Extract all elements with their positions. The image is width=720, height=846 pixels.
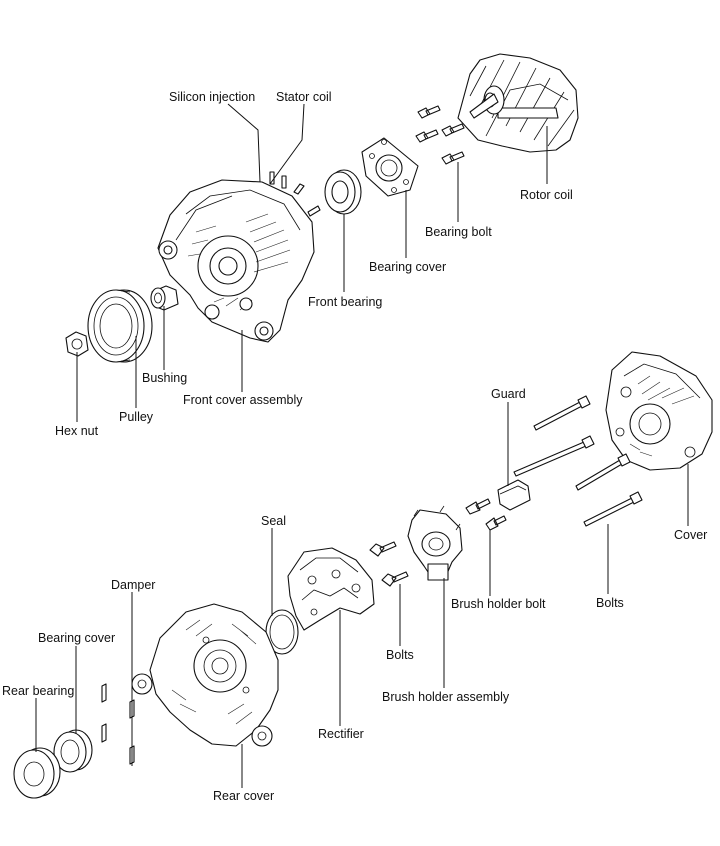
label-guard: Guard bbox=[491, 387, 526, 401]
label-bearing-cover-top: Bearing cover bbox=[369, 260, 446, 274]
label-rotor-coil: Rotor coil bbox=[520, 188, 573, 202]
cover bbox=[605, 351, 713, 471]
label-pulley: Pulley bbox=[119, 410, 154, 424]
label-rear-cover: Rear cover bbox=[213, 789, 274, 803]
label-rectifier: Rectifier bbox=[318, 727, 364, 741]
brush-holder-assembly bbox=[407, 505, 463, 581]
rear-cover bbox=[131, 603, 279, 747]
label-hex-nut: Hex nut bbox=[55, 424, 99, 438]
front-cover-assembly bbox=[157, 171, 321, 343]
long-bolts bbox=[513, 395, 643, 527]
pulley bbox=[87, 289, 153, 363]
hex-nut bbox=[65, 331, 89, 357]
rectifier bbox=[287, 547, 375, 631]
label-bushing: Bushing bbox=[142, 371, 187, 385]
label-brush-holder-assembly: Brush holder assembly bbox=[382, 690, 510, 704]
label-front-bearing: Front bearing bbox=[308, 295, 382, 309]
label-seal: Seal bbox=[261, 514, 286, 528]
label-bearing-cover-bottom: Bearing cover bbox=[38, 631, 115, 645]
leader-lines bbox=[35, 103, 689, 788]
label-brush-holder-bolt: Brush holder bolt bbox=[451, 597, 546, 611]
bearing-cover-bottom bbox=[53, 729, 93, 773]
label-stator-coil: Stator coil bbox=[276, 90, 332, 104]
middle-bolts bbox=[369, 541, 409, 587]
labels: Silicon injection Stator coil Rotor coil… bbox=[2, 90, 707, 803]
rotor-coil bbox=[457, 53, 579, 153]
label-rear-bearing: Rear bearing bbox=[2, 684, 74, 698]
rear-bearing bbox=[13, 747, 61, 799]
dampers bbox=[101, 683, 135, 765]
bearing-cover-top bbox=[361, 137, 419, 197]
guard bbox=[497, 479, 531, 511]
front-bearing bbox=[324, 169, 362, 215]
brush-holder-bolts bbox=[465, 498, 507, 531]
label-silicon-injection: Silicon injection bbox=[169, 90, 255, 104]
label-damper: Damper bbox=[111, 578, 155, 592]
bearing-bolts bbox=[415, 105, 465, 165]
label-front-cover-assembly: Front cover assembly bbox=[183, 393, 303, 407]
label-cover: Cover bbox=[674, 528, 707, 542]
label-bearing-bolt: Bearing bolt bbox=[425, 225, 492, 239]
label-bolts-middle: Bolts bbox=[386, 648, 414, 662]
bushing bbox=[150, 285, 179, 311]
label-bolts-right: Bolts bbox=[596, 596, 624, 610]
